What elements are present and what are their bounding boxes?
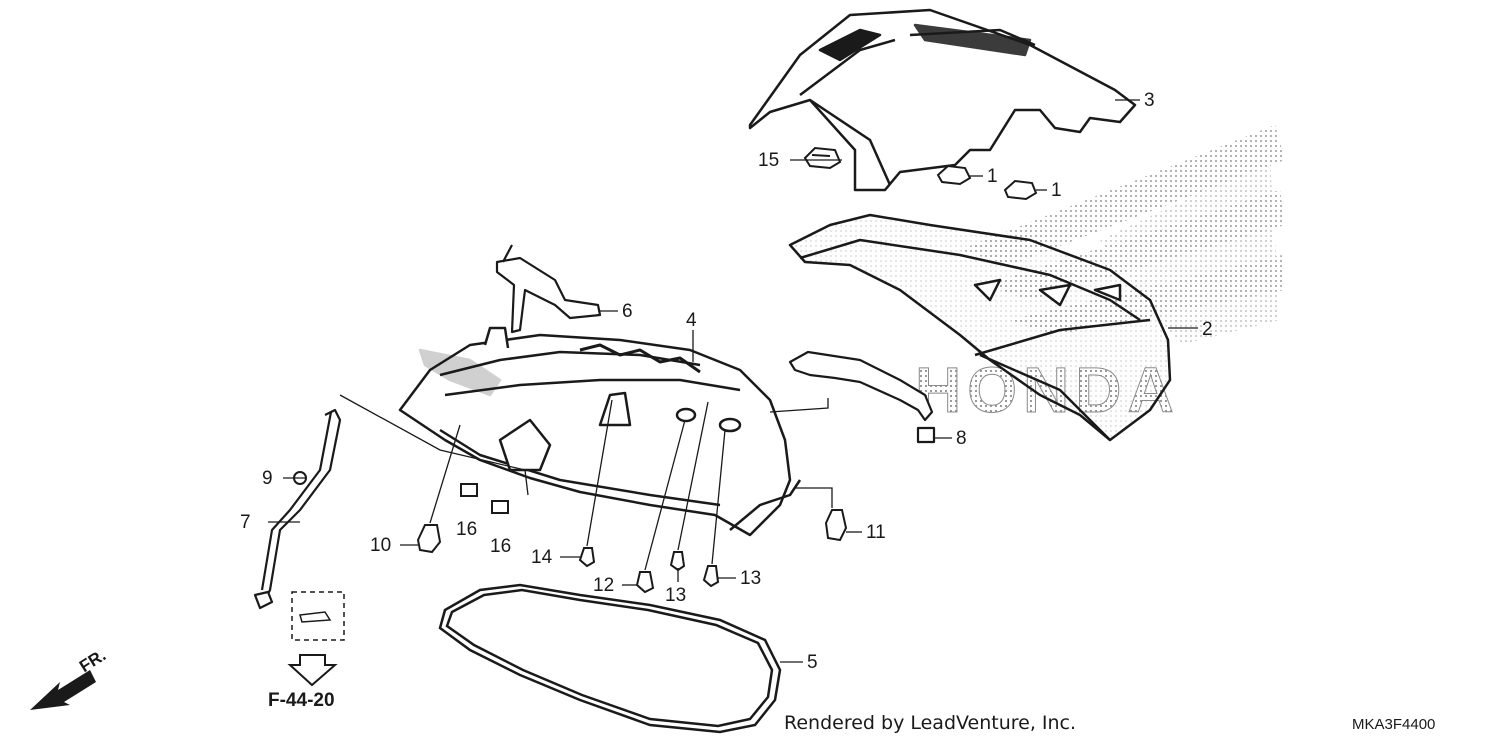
part-1-clip-a bbox=[936, 164, 972, 186]
part-13-screw-a-icon bbox=[669, 551, 686, 572]
callout-13-b: 13 bbox=[740, 568, 762, 589]
callout-9: 9 bbox=[262, 468, 273, 489]
part-12-bolt-icon bbox=[635, 571, 655, 594]
callout-8: 8 bbox=[956, 428, 967, 449]
part-15-clip bbox=[803, 146, 842, 170]
callout-11: 11 bbox=[866, 522, 886, 543]
callout-12: 12 bbox=[593, 575, 615, 596]
reference-box bbox=[287, 591, 345, 687]
callout-15: 15 bbox=[758, 150, 780, 171]
part-13-screw-b-icon bbox=[702, 565, 720, 588]
callout-3: 3 bbox=[1144, 90, 1155, 111]
part-5-seal bbox=[438, 583, 782, 734]
part-2-meter-cover bbox=[788, 213, 1172, 442]
render-credit: Rendered by LeadVenture, Inc. bbox=[784, 712, 1077, 734]
part-11-bolt-icon bbox=[824, 509, 848, 542]
diagram-code: MKA3F4400 bbox=[1352, 716, 1436, 733]
part-1-clip-b bbox=[1003, 179, 1038, 201]
callout-14: 14 bbox=[531, 547, 553, 568]
callout-10: 10 bbox=[370, 535, 392, 556]
leader-lines bbox=[268, 99, 1198, 663]
reference-arrow-icon bbox=[287, 654, 338, 687]
part-10-bolt-icon bbox=[416, 524, 442, 554]
part-16-cushion-a-icon bbox=[460, 483, 478, 497]
callout-16-b: 16 bbox=[490, 536, 512, 557]
callout-1-a: 1 bbox=[987, 166, 998, 187]
callout-7: 7 bbox=[240, 512, 251, 533]
part-16-cushion-b-icon bbox=[491, 500, 509, 514]
callout-13-a: 13 bbox=[665, 585, 687, 606]
front-arrow-icon bbox=[30, 670, 96, 710]
part-14-screw-icon bbox=[578, 547, 596, 568]
callout-4: 4 bbox=[686, 310, 697, 331]
callout-1-b: 1 bbox=[1051, 180, 1062, 201]
part-4-meter-assembly bbox=[398, 326, 802, 537]
reference-code[interactable]: F-44-20 bbox=[268, 690, 335, 711]
fasteners bbox=[293, 471, 848, 594]
part-3-top-cover bbox=[748, 8, 1137, 192]
callout-5: 5 bbox=[807, 652, 818, 673]
part-6-bracket bbox=[495, 244, 602, 334]
part-7-stay bbox=[253, 408, 342, 610]
callout-6: 6 bbox=[622, 301, 633, 322]
callout-2: 2 bbox=[1202, 319, 1213, 340]
callout-16-a: 16 bbox=[456, 519, 478, 540]
part-8-bracket bbox=[788, 350, 936, 444]
